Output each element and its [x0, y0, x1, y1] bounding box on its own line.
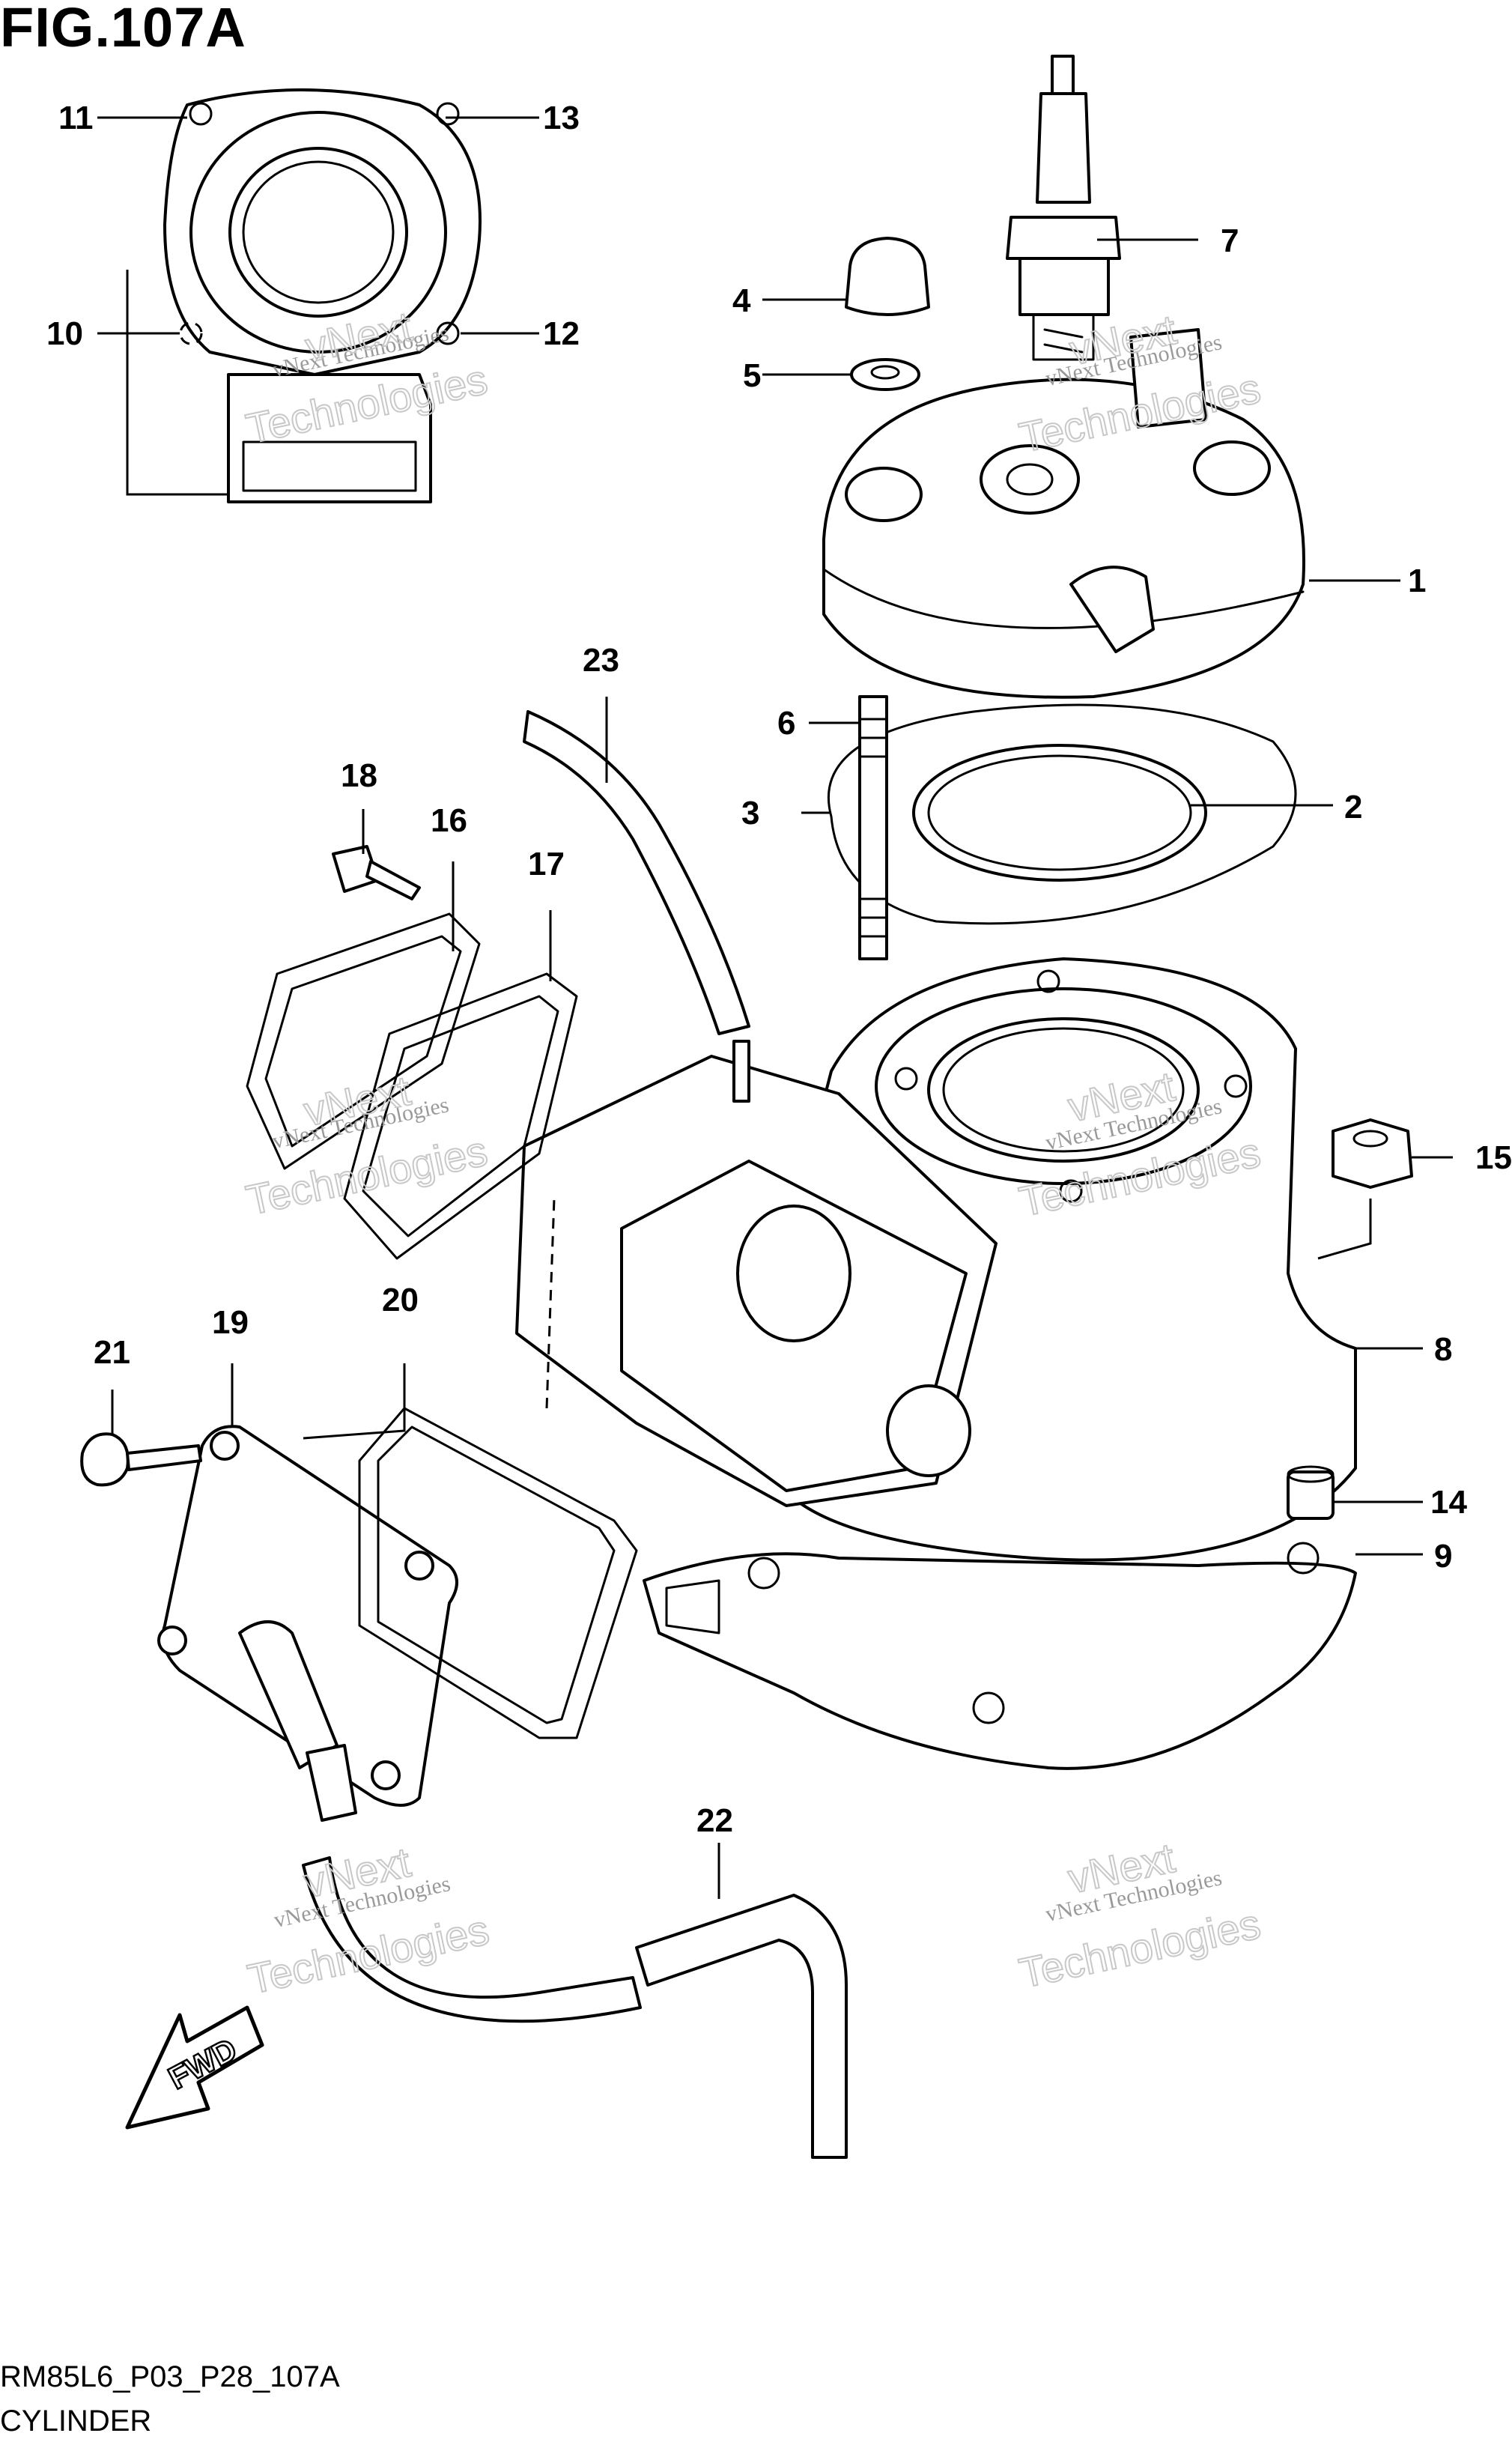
- watermark-bottom-right: vNext Technologies Technologies vNext: [1015, 1833, 1266, 1998]
- stud-bolt: [858, 695, 888, 960]
- cylinder-body: [515, 957, 1357, 1770]
- figure-model-code: RM85L6_P03_P28_107A: [0, 2360, 340, 2393]
- intake-gasket: [358, 1407, 638, 1739]
- intake-cover: [157, 1425, 458, 1822]
- callout-8: 8: [1434, 1331, 1452, 1368]
- callout-4: 4: [732, 282, 751, 319]
- callout-21: 21: [94, 1334, 130, 1371]
- hex-bolt: [332, 845, 421, 900]
- flange-bolt: [80, 1432, 202, 1487]
- reed-gasket-front: [246, 912, 481, 1170]
- dowel-pin: [1287, 1465, 1335, 1520]
- callout-5: 5: [743, 357, 761, 394]
- callout-1: 1: [1408, 563, 1426, 599]
- watermark-bottom-left: vNext Technologies Technologies vNext: [243, 1838, 494, 2004]
- callout-11: 11: [58, 100, 94, 136]
- reed-gasket-rear: [343, 972, 578, 1260]
- breather-hose: [523, 710, 750, 1035]
- callout-12: 12: [543, 315, 580, 352]
- callout-17: 17: [528, 846, 565, 882]
- cap-nut: [845, 237, 930, 316]
- flange-nut: [1332, 1118, 1413, 1189]
- callout-15: 15: [1475, 1139, 1512, 1176]
- washer: [850, 358, 920, 391]
- callout-23: 23: [583, 642, 619, 679]
- callout-7: 7: [1221, 222, 1239, 259]
- callout-13: 13: [543, 100, 580, 136]
- callout-9: 9: [1434, 1538, 1452, 1575]
- callout-14: 14: [1430, 1484, 1467, 1521]
- head-gasket-outer: [827, 703, 1297, 925]
- callout-19: 19: [212, 1304, 249, 1341]
- callout-3: 3: [741, 795, 759, 831]
- callout-18: 18: [341, 757, 377, 794]
- leader-lines: [97, 116, 1453, 1899]
- callout-2: 2: [1344, 789, 1362, 825]
- cylinder-head: [822, 328, 1305, 699]
- figure-name: CYLINDER: [0, 2405, 152, 2438]
- fwd-arrow: FWD: [125, 2005, 264, 2130]
- lower-hose: [302, 1856, 848, 2159]
- figure-title: FIG.107A: [0, 0, 246, 58]
- callout-20: 20: [382, 1282, 419, 1318]
- spark-plug: [1006, 55, 1121, 361]
- callouts: 11 13 10 12 7 4 5 1 6 2 3 23 18 16 17 15…: [46, 100, 1512, 1839]
- head-gasket-ring: [912, 744, 1207, 882]
- callout-6: 6: [777, 705, 795, 742]
- callout-10: 10: [46, 315, 83, 352]
- callout-22: 22: [696, 1802, 733, 1839]
- callout-16: 16: [431, 802, 467, 839]
- inset-head-view: [126, 88, 482, 503]
